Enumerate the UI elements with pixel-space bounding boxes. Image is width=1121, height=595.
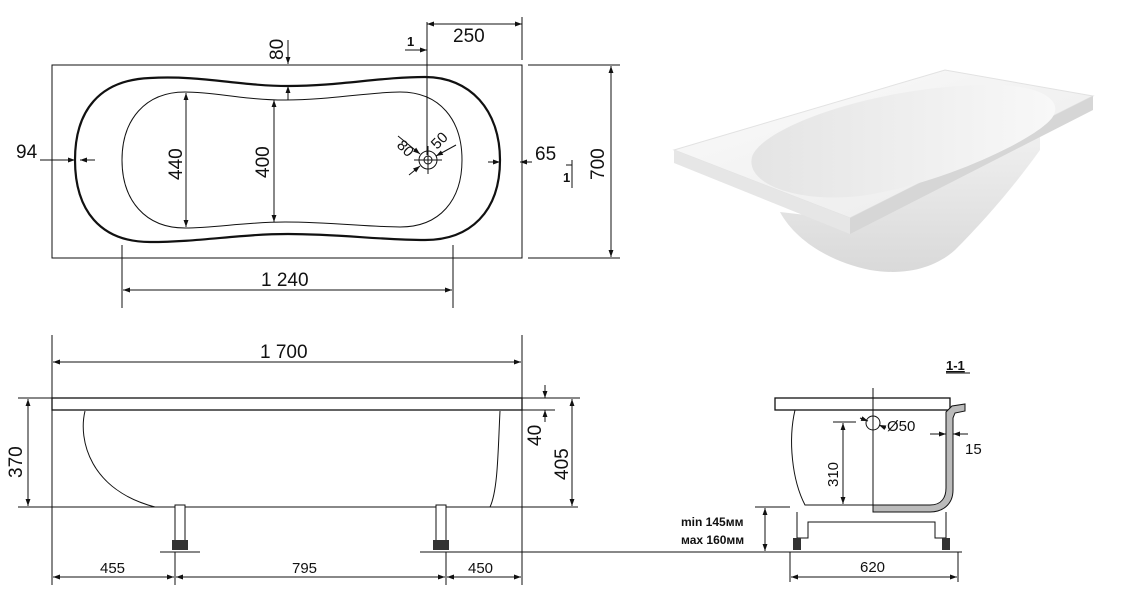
dim-450: 450 — [468, 560, 493, 577]
dim-370: 370 — [6, 446, 27, 478]
dim-dia50: Ø50 — [887, 418, 915, 435]
dim-310: 310 — [825, 462, 842, 487]
top-view: 250 1 80 440 400 94 65 80 — [16, 17, 620, 308]
section-marker-side: 1 — [563, 170, 570, 185]
dim-65: 65 — [535, 144, 556, 165]
bowl-outer-contour — [73, 75, 502, 244]
dim-80-top: 80 — [267, 39, 288, 60]
section-1-1-view: 1-1 Ø50 15 310 min 145мм мах 160мм — [681, 358, 982, 582]
leg-left — [160, 504, 200, 553]
dim-700: 700 — [588, 148, 609, 180]
dim-80-drain: 80 — [393, 137, 417, 161]
section-marker-top: 1 — [407, 34, 414, 49]
height-min: min 145мм — [681, 515, 744, 529]
dim-94: 94 — [16, 142, 38, 163]
dim-1700: 1 700 — [260, 342, 308, 363]
drain-symbol — [397, 135, 457, 176]
side-body — [82, 410, 501, 508]
height-max: мах 160мм — [681, 533, 744, 547]
dim-455: 455 — [100, 560, 125, 577]
leg-right — [420, 504, 790, 553]
dim-40: 40 — [525, 425, 546, 446]
bathtub-3d-render — [672, 69, 1095, 272]
side-rim — [51, 397, 523, 411]
dim-620: 620 — [860, 559, 885, 576]
dim-405: 405 — [552, 448, 573, 480]
section-label: 1-1 — [946, 358, 965, 373]
dim-1240: 1 240 — [261, 270, 309, 291]
dim-15: 15 — [965, 441, 982, 458]
dim-795: 795 — [292, 560, 317, 577]
dim-400: 400 — [253, 146, 274, 178]
bowl-inner-contour — [121, 91, 463, 229]
side-view: 1 700 370 40 405 455 795 450 — [6, 335, 790, 585]
dim-440: 440 — [166, 148, 187, 180]
dim-250: 250 — [453, 26, 485, 47]
